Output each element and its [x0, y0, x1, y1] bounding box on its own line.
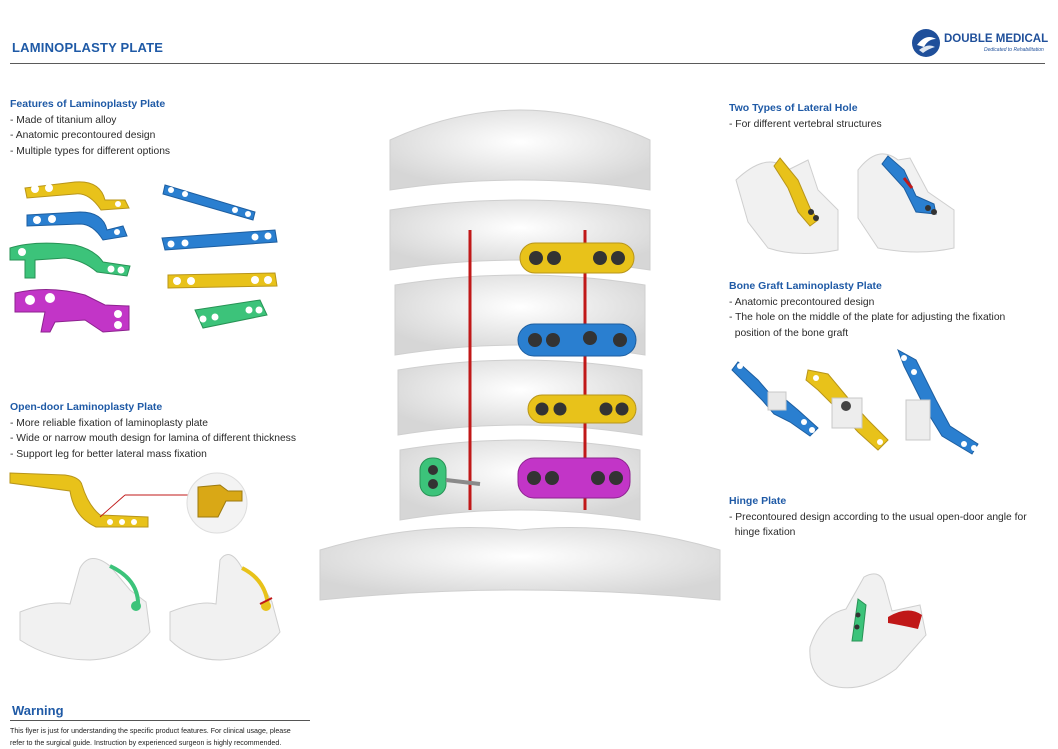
page-title: LAMINOPLASTY PLATE	[12, 40, 164, 55]
features-list: - Made of titanium alloy - Anatomic prec…	[10, 113, 170, 159]
spine-green-plate	[419, 457, 481, 497]
header-divider	[10, 63, 1045, 64]
features-item: - Multiple types for different options	[10, 145, 171, 157]
gold-hook-plate	[24, 181, 130, 211]
green-hook-plate	[9, 242, 131, 279]
hinge-list: - Precontoured design according to the u…	[729, 510, 1027, 541]
open-door-item: - Wide or narrow mouth design for lamina…	[10, 433, 296, 445]
blue-straight-plate-lower	[161, 229, 278, 251]
warning-line: This flyer is just for understanding the…	[10, 727, 291, 735]
lateral-hole-item: - For different vertebral structures	[729, 119, 882, 130]
hinge-item: - Precontoured design according to the u…	[729, 512, 1027, 523]
warning-line: refer to the surgical guide. Instruction…	[10, 739, 282, 747]
bone-graft-item: position of the bone graft	[729, 327, 849, 339]
lateral-hole-heading: Two Types of Lateral Hole	[729, 102, 858, 114]
bone-graft-blue-plate-right	[897, 348, 979, 455]
spine-blue-plate	[517, 323, 637, 357]
brand-logo: DOUBLE MEDICAL Dedicated to Rehabilitati…	[910, 27, 1050, 61]
warning-divider	[10, 720, 310, 721]
spine-magenta-plate	[517, 457, 631, 499]
warning-text: This flyer is just for understanding the…	[10, 725, 315, 749]
blue-straight-plate-upper	[162, 184, 256, 221]
open-door-heading: Open-door Laminoplasty Plate	[10, 401, 163, 413]
hinge-item: hinge fixation	[729, 527, 796, 539]
bone-graft-item: - The hole on the middle of the plate fo…	[729, 312, 1006, 324]
open-door-list: - More reliable fixation of laminoplasty…	[10, 416, 296, 462]
bone-graft-item: - Anatomic precontoured design	[729, 297, 875, 308]
gold-straight-plate	[167, 272, 278, 289]
open-door-item: - Support leg for better lateral mass fi…	[10, 448, 207, 460]
spine-gold-plate-upper	[519, 242, 635, 274]
hinge-plate-illustration	[809, 573, 927, 689]
features-heading: Features of Laminoplasty Plate	[10, 98, 166, 110]
blue-hook-plate	[26, 211, 128, 241]
brand-tagline: Dedicated to Rehabilitation	[984, 47, 1044, 53]
bone-graft-heading: Bone Graft Laminoplasty Plate	[729, 280, 882, 292]
spine-gold-plate-lower	[527, 394, 637, 424]
magenta-hook-plate	[14, 288, 130, 333]
plate-collection-illustration	[9, 181, 278, 333]
brand-emblem-icon	[912, 29, 940, 57]
bone-graft-plates-illustration	[731, 348, 979, 455]
bone-graft-list: - Anatomic precontoured design - The hol…	[729, 295, 1005, 341]
features-item: - Anatomic precontoured design	[10, 130, 156, 142]
hinge-heading: Hinge Plate	[729, 495, 787, 507]
features-item: - Made of titanium alloy	[10, 115, 117, 126]
open-door-plate-detail-illustration	[9, 472, 248, 534]
warning-heading: Warning	[12, 703, 64, 718]
brand-name: DOUBLE MEDICAL	[944, 33, 1049, 45]
bone-graft-blue-plate-left	[731, 361, 819, 437]
cervical-spine-illustration	[319, 109, 721, 601]
lateral-hole-illustration	[735, 153, 955, 255]
open-door-vertebra-illustration	[19, 554, 281, 661]
green-straight-plate	[194, 299, 268, 329]
open-door-item: - More reliable fixation of laminoplasty…	[10, 418, 209, 429]
lateral-hole-list: - For different vertebral structures	[729, 117, 882, 132]
bone-graft-gold-plate	[805, 369, 889, 451]
